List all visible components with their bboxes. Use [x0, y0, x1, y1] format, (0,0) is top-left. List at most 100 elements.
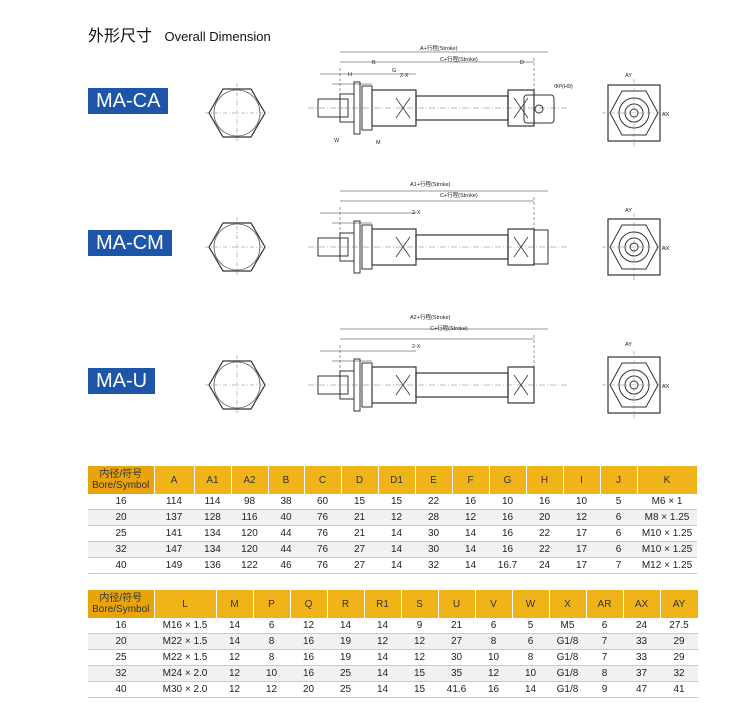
- table-cell: 16.7: [489, 557, 526, 574]
- table-cell: 134: [194, 541, 231, 558]
- table-cell: 30: [415, 525, 452, 542]
- table-cell: 35: [438, 665, 475, 682]
- header-c: C: [304, 466, 342, 494]
- table-cell: 16: [452, 494, 489, 510]
- header-u: U: [438, 590, 476, 618]
- table-cell: 10: [489, 494, 526, 510]
- header-r1: R1: [364, 590, 402, 618]
- table-cell: M22 × 1.5: [154, 649, 216, 666]
- table-cell: 37: [623, 665, 660, 682]
- header-q: Q: [290, 590, 328, 618]
- table-cell: 44: [268, 525, 304, 542]
- table-cell: 25: [327, 665, 364, 682]
- table-cell: 17: [563, 525, 600, 542]
- table-cell: 7: [600, 557, 637, 574]
- table-cell: 22: [415, 494, 452, 510]
- table-cell: 6: [600, 525, 637, 542]
- drawing-ma-u: [204, 328, 667, 420]
- table-cell: 14: [216, 618, 253, 634]
- header-m: M: [216, 590, 254, 618]
- table-cell: 122: [231, 557, 268, 574]
- table-cell: 6: [586, 618, 623, 634]
- dim-label-ax-3: AX: [662, 384, 670, 390]
- technical-drawings: A+行程(Stroke) C+行程(Stroke) ΦP(H9) 2-X A1+…: [204, 44, 670, 420]
- table-cell: 14: [378, 557, 415, 574]
- table-cell: 27: [341, 541, 378, 558]
- table-cell: 6: [600, 509, 637, 526]
- header-ax: AX: [623, 590, 661, 618]
- table-cell: 19: [327, 633, 364, 650]
- header-s: S: [401, 590, 439, 618]
- table-cell: 6: [512, 633, 549, 650]
- dim-label-m: M: [376, 140, 381, 146]
- table-cell: 116: [231, 509, 268, 526]
- table-cell: 16: [290, 665, 327, 682]
- dim-label-ax-2: AX: [662, 246, 670, 252]
- label-stroke-c-3: C+行程(Stroke): [430, 324, 468, 332]
- table-cell: 20: [526, 509, 563, 526]
- label-stroke-c-1: C+行程(Stroke): [440, 55, 478, 63]
- dim-label-ay-3: AY: [625, 342, 632, 348]
- table-cell: 12: [253, 681, 290, 698]
- bore-size-cell: 32: [88, 541, 154, 558]
- dim-label-ay-2: AY: [625, 208, 632, 214]
- table-cell: 15: [401, 665, 438, 682]
- table-cell: M16 × 1.5: [154, 618, 216, 634]
- table-cell: 16: [475, 681, 512, 698]
- table-cell: 15: [378, 494, 415, 510]
- table-cell: 120: [231, 525, 268, 542]
- table-cell: 30: [415, 541, 452, 558]
- table-cell: 41: [660, 681, 698, 698]
- table-cell: 76: [304, 525, 341, 542]
- table-cell: 14: [378, 525, 415, 542]
- table-cell: 17: [563, 541, 600, 558]
- table-cell: 16: [489, 525, 526, 542]
- table-cell: 8: [475, 633, 512, 650]
- table-cell: 14: [216, 633, 253, 650]
- table-cell: 32: [415, 557, 452, 574]
- bore-size-cell: 20: [88, 509, 154, 526]
- table-cell: 9: [586, 681, 623, 698]
- dim-label-w: W: [334, 138, 340, 144]
- dim-label-ax-1: AX: [662, 112, 670, 118]
- table-cell: G1/8: [549, 665, 586, 682]
- header-ay: AY: [660, 590, 699, 618]
- table-cell: G1/8: [549, 633, 586, 650]
- header-ar: AR: [586, 590, 624, 618]
- section-title-en: Overall Dimension: [164, 29, 271, 44]
- table-cell: 21: [341, 509, 378, 526]
- section-title-cn: 外形尺寸: [88, 26, 153, 45]
- table-cell: 76: [304, 509, 341, 526]
- header-i: I: [563, 466, 601, 494]
- table-cell: 16: [489, 509, 526, 526]
- table-cell: M10 × 1.25: [637, 525, 697, 542]
- bore-size-cell: 40: [88, 557, 154, 574]
- header-f: F: [452, 466, 490, 494]
- table-cell: 10: [512, 665, 549, 682]
- table-cell: 120: [231, 541, 268, 558]
- table-cell: 136: [194, 557, 231, 574]
- header-d1: D1: [378, 466, 416, 494]
- model-label-ma-ca: MA-CA: [88, 88, 169, 114]
- table-cell: M10 × 1.25: [637, 541, 697, 558]
- table-cell: 8: [253, 633, 290, 650]
- table-cell: 24: [623, 618, 660, 634]
- table-cell: 12: [563, 509, 600, 526]
- section-title: 外形尺寸 Overall Dimension: [88, 22, 271, 46]
- model-label-ma-cm: MA-CM: [88, 230, 172, 256]
- table-cell: 29: [660, 633, 698, 650]
- table-cell: 6: [253, 618, 290, 634]
- header-l: L: [154, 590, 217, 618]
- table-cell: 14: [364, 681, 401, 698]
- table-cell: 12: [401, 649, 438, 666]
- header-e: E: [415, 466, 453, 494]
- table-cell: 47: [623, 681, 660, 698]
- bore-size-cell: 16: [88, 618, 154, 634]
- table-cell: G1/8: [549, 649, 586, 666]
- label-2x-1: 2-X: [400, 73, 409, 79]
- bore-size-cell: 16: [88, 494, 154, 510]
